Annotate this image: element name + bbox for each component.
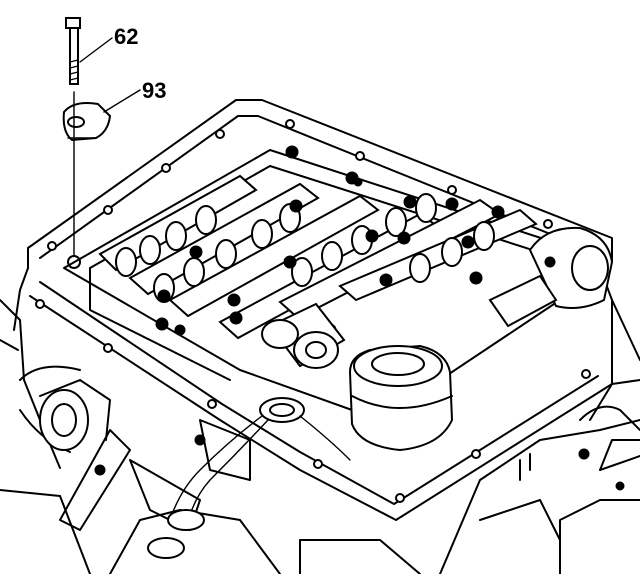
solenoid-right	[488, 226, 614, 328]
bolt	[65, 17, 81, 85]
callout-62: 62	[114, 24, 138, 49]
leader-line-93	[103, 89, 141, 113]
retaining-clip	[62, 102, 112, 142]
wiring-connector	[169, 397, 351, 531]
callout-93: 93	[142, 78, 166, 103]
leader-line-62	[79, 37, 113, 63]
pressure-control-solenoid	[261, 302, 346, 369]
valve-body	[63, 145, 614, 531]
lower-right-components	[479, 405, 640, 541]
accumulator-housing	[348, 344, 454, 452]
lower-left-components	[19, 324, 251, 559]
